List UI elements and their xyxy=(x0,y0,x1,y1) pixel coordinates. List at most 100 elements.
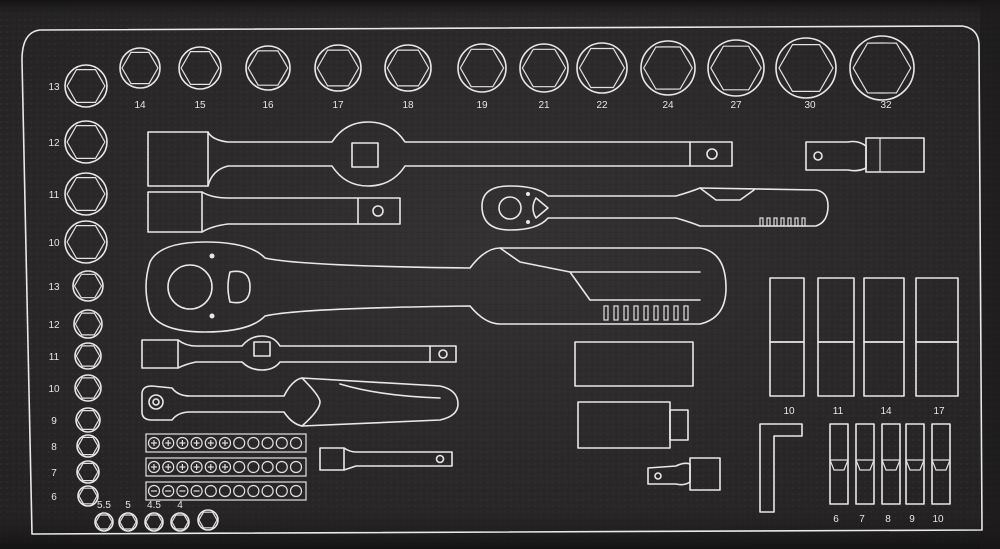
socket-15 xyxy=(178,46,222,90)
bit-slot xyxy=(218,484,232,498)
socket-left-10 xyxy=(64,220,108,264)
bit-slot xyxy=(190,484,203,498)
extension-bar-medium xyxy=(147,191,401,233)
bit-slot xyxy=(233,484,246,498)
deep-socket-11 xyxy=(817,277,855,397)
hex-bit-10 xyxy=(931,423,951,505)
bit-slot xyxy=(247,436,260,450)
bit-slot xyxy=(218,460,232,474)
bit-slot xyxy=(176,460,189,474)
socket-small-label-7: 7 xyxy=(51,468,57,479)
hex-bit-6 xyxy=(829,423,849,505)
bit-slot xyxy=(261,436,274,450)
extension-bar-long xyxy=(147,121,733,187)
socket-mini-label-4.5: 4.5 xyxy=(147,500,161,511)
hex-bit-label-10: 10 xyxy=(932,514,944,525)
socket-label-21: 21 xyxy=(538,100,550,111)
bit-slot xyxy=(190,460,203,474)
socket-mini-label-4: 4 xyxy=(177,500,183,511)
socket-14 xyxy=(119,47,161,89)
socket-label-24: 24 xyxy=(662,100,674,111)
socket-left-label-12: 12 xyxy=(48,138,60,149)
socket-19 xyxy=(457,43,507,93)
socket-small-label-13: 13 xyxy=(48,282,60,293)
socket-left-13 xyxy=(64,64,108,108)
bit-slot xyxy=(190,436,203,450)
bit-slot xyxy=(162,436,175,450)
socket-label-17: 17 xyxy=(332,100,344,111)
deep-socket-17 xyxy=(915,277,959,397)
socket-label-16: 16 xyxy=(262,100,274,111)
deep-socket-14 xyxy=(863,277,905,397)
socket-left-11 xyxy=(64,172,108,216)
socket-mini-5.5 xyxy=(94,512,114,532)
socket-22 xyxy=(576,42,628,94)
bit-slot xyxy=(275,484,288,498)
socket-mini-4 xyxy=(170,512,190,532)
socket-small-10 xyxy=(74,374,102,402)
hex-bit-8 xyxy=(881,423,901,505)
ratchet-large xyxy=(145,241,727,333)
socket-small-label-6: 6 xyxy=(51,492,57,503)
socket-left-label-13: 13 xyxy=(48,82,60,93)
bit-slot xyxy=(261,460,274,474)
socket-label-19: 19 xyxy=(476,100,488,111)
socket-label-15: 15 xyxy=(194,100,206,111)
bit-slot xyxy=(162,484,175,498)
socket-adapters-center xyxy=(574,341,721,491)
socket-17 xyxy=(314,44,362,92)
socket-left-12 xyxy=(64,120,108,164)
socket-small-12 xyxy=(73,309,103,339)
bit-strip-row xyxy=(145,481,307,501)
deep-socket-label-17: 17 xyxy=(933,406,945,417)
bit-slot xyxy=(275,460,288,474)
socket-32 xyxy=(849,35,915,101)
socket-16 xyxy=(245,45,291,91)
bit-screwdriver xyxy=(141,377,459,427)
tray-border xyxy=(21,25,983,535)
socket-27 xyxy=(707,39,765,97)
bit-slot xyxy=(275,436,288,450)
hex-bit-9 xyxy=(905,423,925,505)
socket-30 xyxy=(775,37,837,99)
socket-small-label-8: 8 xyxy=(51,442,57,453)
socket-mini-extra xyxy=(197,509,219,531)
hex-bit-label-7: 7 xyxy=(859,514,865,525)
extension-bar-short xyxy=(319,447,453,471)
deep-socket-label-14: 14 xyxy=(880,406,892,417)
bit-strip xyxy=(145,433,307,501)
hex-bit-label-8: 8 xyxy=(885,514,891,525)
bit-slot xyxy=(233,460,246,474)
sliding-t-bar xyxy=(141,335,457,371)
bit-slot xyxy=(204,460,217,474)
socket-label-14: 14 xyxy=(134,100,146,111)
hex-bits: 6 7 8 9 10 xyxy=(829,423,951,525)
ratchet-small xyxy=(481,185,829,231)
socket-left-label-11: 11 xyxy=(49,190,60,201)
bit-strip-row xyxy=(145,457,307,477)
bit-slot xyxy=(289,484,303,498)
socket-label-27: 27 xyxy=(730,100,742,111)
socket-18 xyxy=(384,44,432,92)
bit-slot xyxy=(162,460,175,474)
bit-slot xyxy=(247,484,260,498)
socket-small-8 xyxy=(76,434,100,458)
bit-slot xyxy=(233,436,246,450)
hex-bit-label-6: 6 xyxy=(833,514,839,525)
bit-slot xyxy=(147,436,161,450)
deep-socket-label-10: 10 xyxy=(783,406,795,417)
hex-bit-label-9: 9 xyxy=(909,514,915,525)
socket-label-32: 32 xyxy=(880,100,892,111)
bit-slot xyxy=(147,484,161,498)
deep-socket-10 xyxy=(769,277,805,397)
socket-left-label-10: 10 xyxy=(48,238,60,249)
bit-slot xyxy=(289,436,303,450)
socket-small-label-12: 12 xyxy=(48,320,60,331)
bit-slot xyxy=(176,484,189,498)
socket-small-13 xyxy=(72,270,104,302)
bit-slot xyxy=(218,436,232,450)
